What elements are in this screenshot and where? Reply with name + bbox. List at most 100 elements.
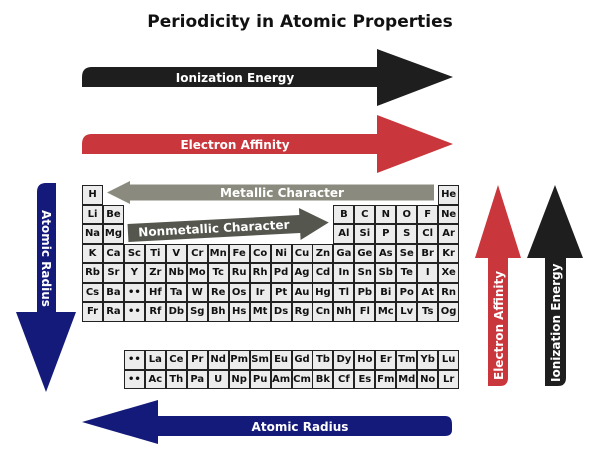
element-cell: Sb <box>375 263 397 283</box>
element-cell: Sg <box>186 302 208 322</box>
element-cell: Tm <box>396 350 418 370</box>
element-cell: Fl <box>354 302 376 322</box>
element-cell: •• <box>123 369 145 389</box>
element-cell: Fr <box>82 302 103 322</box>
element-cell: Db <box>165 302 187 322</box>
electron-affinity-arrow-vertical: Electron Affinity <box>475 185 521 386</box>
element-cell: Ir <box>249 282 271 302</box>
element-cell: Xe <box>438 263 460 283</box>
element-cell: O <box>396 204 418 224</box>
element-cell: P <box>375 224 397 244</box>
element-cell: Yb <box>417 350 439 370</box>
element-cell: Ba <box>102 282 124 302</box>
atomic-radius-arrow-vertical: Atomic Radius <box>16 183 76 392</box>
element-cell: Ra <box>102 302 124 322</box>
element-cell: Np <box>228 369 250 389</box>
element-cell: Cl <box>417 224 439 244</box>
element-cell: V <box>165 243 187 263</box>
ionization-energy-label: Ionization Energy <box>176 71 295 85</box>
metallic-character-label: Metallic Character <box>220 186 344 200</box>
element-cell: •• <box>123 302 145 322</box>
element-cell: Eu <box>270 350 292 370</box>
element-cell: Sc <box>123 243 145 263</box>
element-cell: Fm <box>375 369 397 389</box>
element-cell: S <box>396 224 418 244</box>
element-cell: Al <box>333 224 355 244</box>
element-cell: Cd <box>312 263 334 283</box>
element-cell: Te <box>396 263 418 283</box>
element-cell: Fe <box>228 243 250 263</box>
element-cell: Mg <box>102 224 124 244</box>
element-cell: Am <box>270 369 292 389</box>
element-cell: Zr <box>144 263 166 283</box>
element-cell: Hs <box>228 302 250 322</box>
element-cell: Bh <box>207 302 229 322</box>
element-cell: At <box>417 282 439 302</box>
element-cell: Rn <box>438 282 460 302</box>
metallic-character-arrow: Metallic Character <box>107 181 434 204</box>
element-cell: Lr <box>438 369 460 389</box>
element-cell: Th <box>165 369 187 389</box>
element-cell: Rg <box>291 302 313 322</box>
element-cell: Ca <box>102 243 124 263</box>
element-cell: Cs <box>82 282 103 302</box>
element-cell: Pa <box>186 369 208 389</box>
element-cell: Se <box>396 243 418 263</box>
element-cell: K <box>82 243 103 263</box>
element-cell: Er <box>375 350 397 370</box>
element-cell: Ti <box>144 243 166 263</box>
element-cell: Nh <box>333 302 355 322</box>
element-cell: Ac <box>144 369 166 389</box>
element-cell: Ce <box>165 350 187 370</box>
element-cell: Cf <box>333 369 355 389</box>
element-cell: Pt <box>270 282 292 302</box>
element-cell: Cn <box>312 302 334 322</box>
electron-affinity-label: Electron Affinity <box>180 138 289 152</box>
element-cell: Sm <box>249 350 271 370</box>
ionization-energy-arrow-vertical: Ionization Energy <box>527 185 583 386</box>
element-cell: U <box>207 369 229 389</box>
element-cell: Tb <box>312 350 334 370</box>
element-cell: F <box>417 204 439 224</box>
element-cell: B <box>333 204 355 224</box>
element-cell: C <box>354 204 376 224</box>
element-cell: Ru <box>228 263 250 283</box>
element-cell: Ge <box>354 243 376 263</box>
element-cell: Cm <box>291 369 313 389</box>
element-cell: Pd <box>270 263 292 283</box>
element-cell: Li <box>82 204 103 224</box>
element-cell: Pb <box>354 282 376 302</box>
element-cell: Tc <box>207 263 229 283</box>
element-cell: Po <box>396 282 418 302</box>
element-cell: Mc <box>375 302 397 322</box>
element-cell: Dy <box>333 350 355 370</box>
element-cell: Y <box>123 263 145 283</box>
element-cell: Ho <box>354 350 376 370</box>
element-cell: Kr <box>438 243 460 263</box>
element-cell: As <box>375 243 397 263</box>
element-cell: Lu <box>438 350 460 370</box>
element-cell: Sn <box>354 263 376 283</box>
element-cell: Cu <box>291 243 313 263</box>
element-cell: Rf <box>144 302 166 322</box>
element-cell: •• <box>123 282 145 302</box>
element-cell: Hg <box>312 282 334 302</box>
element-cell: Nd <box>207 350 229 370</box>
element-cell: I <box>417 263 439 283</box>
element-cell: He <box>438 185 460 205</box>
element-cell: Be <box>102 204 124 224</box>
element-cell: Cr <box>186 243 208 263</box>
element-cell: Co <box>249 243 271 263</box>
element-cell: Rb <box>82 263 103 283</box>
element-cell: Pm <box>228 350 250 370</box>
element-cell: Os <box>228 282 250 302</box>
element-cell: Ta <box>165 282 187 302</box>
element-cell: Rh <box>249 263 271 283</box>
element-cell: Si <box>354 224 376 244</box>
element-cell: Nb <box>165 263 187 283</box>
element-cell: Ga <box>333 243 355 263</box>
element-cell: N <box>375 204 397 224</box>
element-cell: Br <box>417 243 439 263</box>
